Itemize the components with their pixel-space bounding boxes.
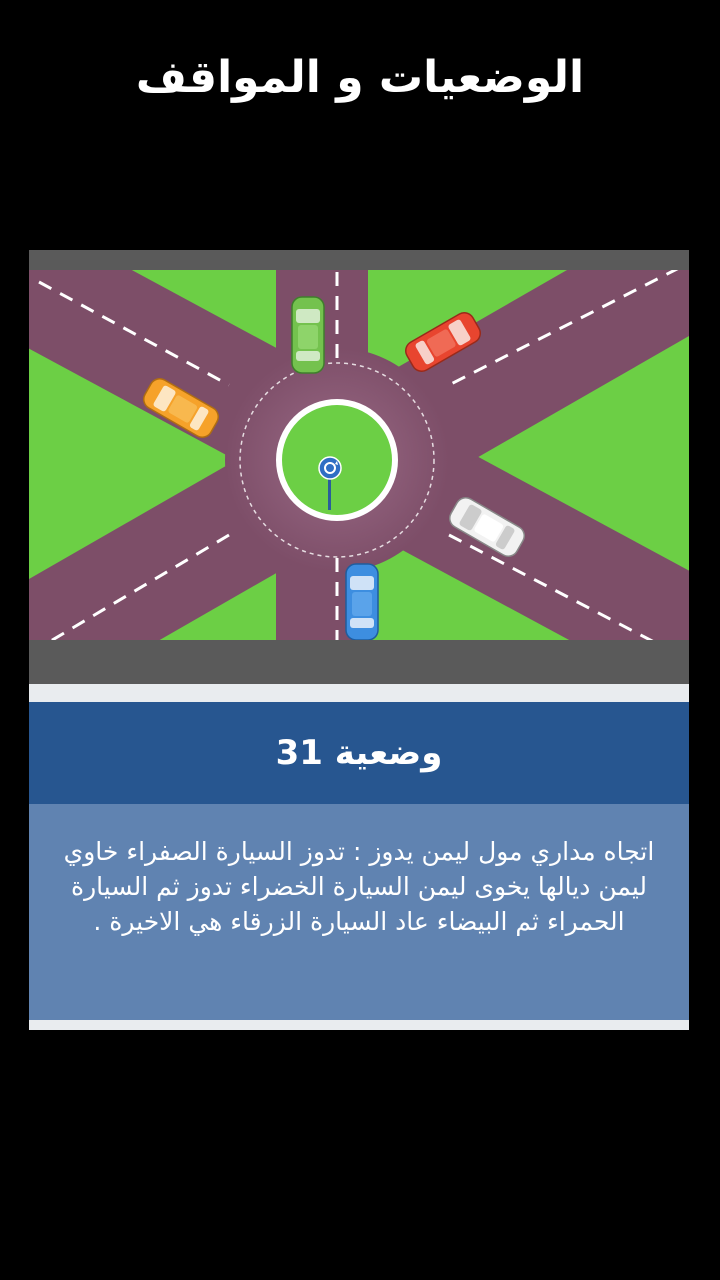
blue-car xyxy=(345,563,379,640)
page-title: الوضعيات و المواقف xyxy=(135,52,585,103)
description-band: اتجاه مداري مول ليمن يدوز : تدوز السيارة… xyxy=(29,804,689,1020)
frame-bottom xyxy=(29,640,689,684)
roundabout-sign-icon xyxy=(318,456,342,510)
situation-description: اتجاه مداري مول ليمن يدوز : تدوز السيارة… xyxy=(63,837,655,936)
yellow-car xyxy=(143,378,219,438)
situation-title: وضعية 31 xyxy=(275,733,443,773)
lane-markings xyxy=(38,270,679,640)
situation-title-band: وضعية 31 xyxy=(29,702,689,804)
roundabout-dashed-ring xyxy=(239,362,435,558)
situation-card: وضعية 31 اتجاه مداري مول ليمن يدوز : تدو… xyxy=(29,250,689,1030)
red-car xyxy=(405,312,481,372)
frame-top xyxy=(29,250,689,272)
white-car xyxy=(449,497,525,557)
green-car xyxy=(291,296,325,374)
roundabout-diagram xyxy=(29,250,689,684)
